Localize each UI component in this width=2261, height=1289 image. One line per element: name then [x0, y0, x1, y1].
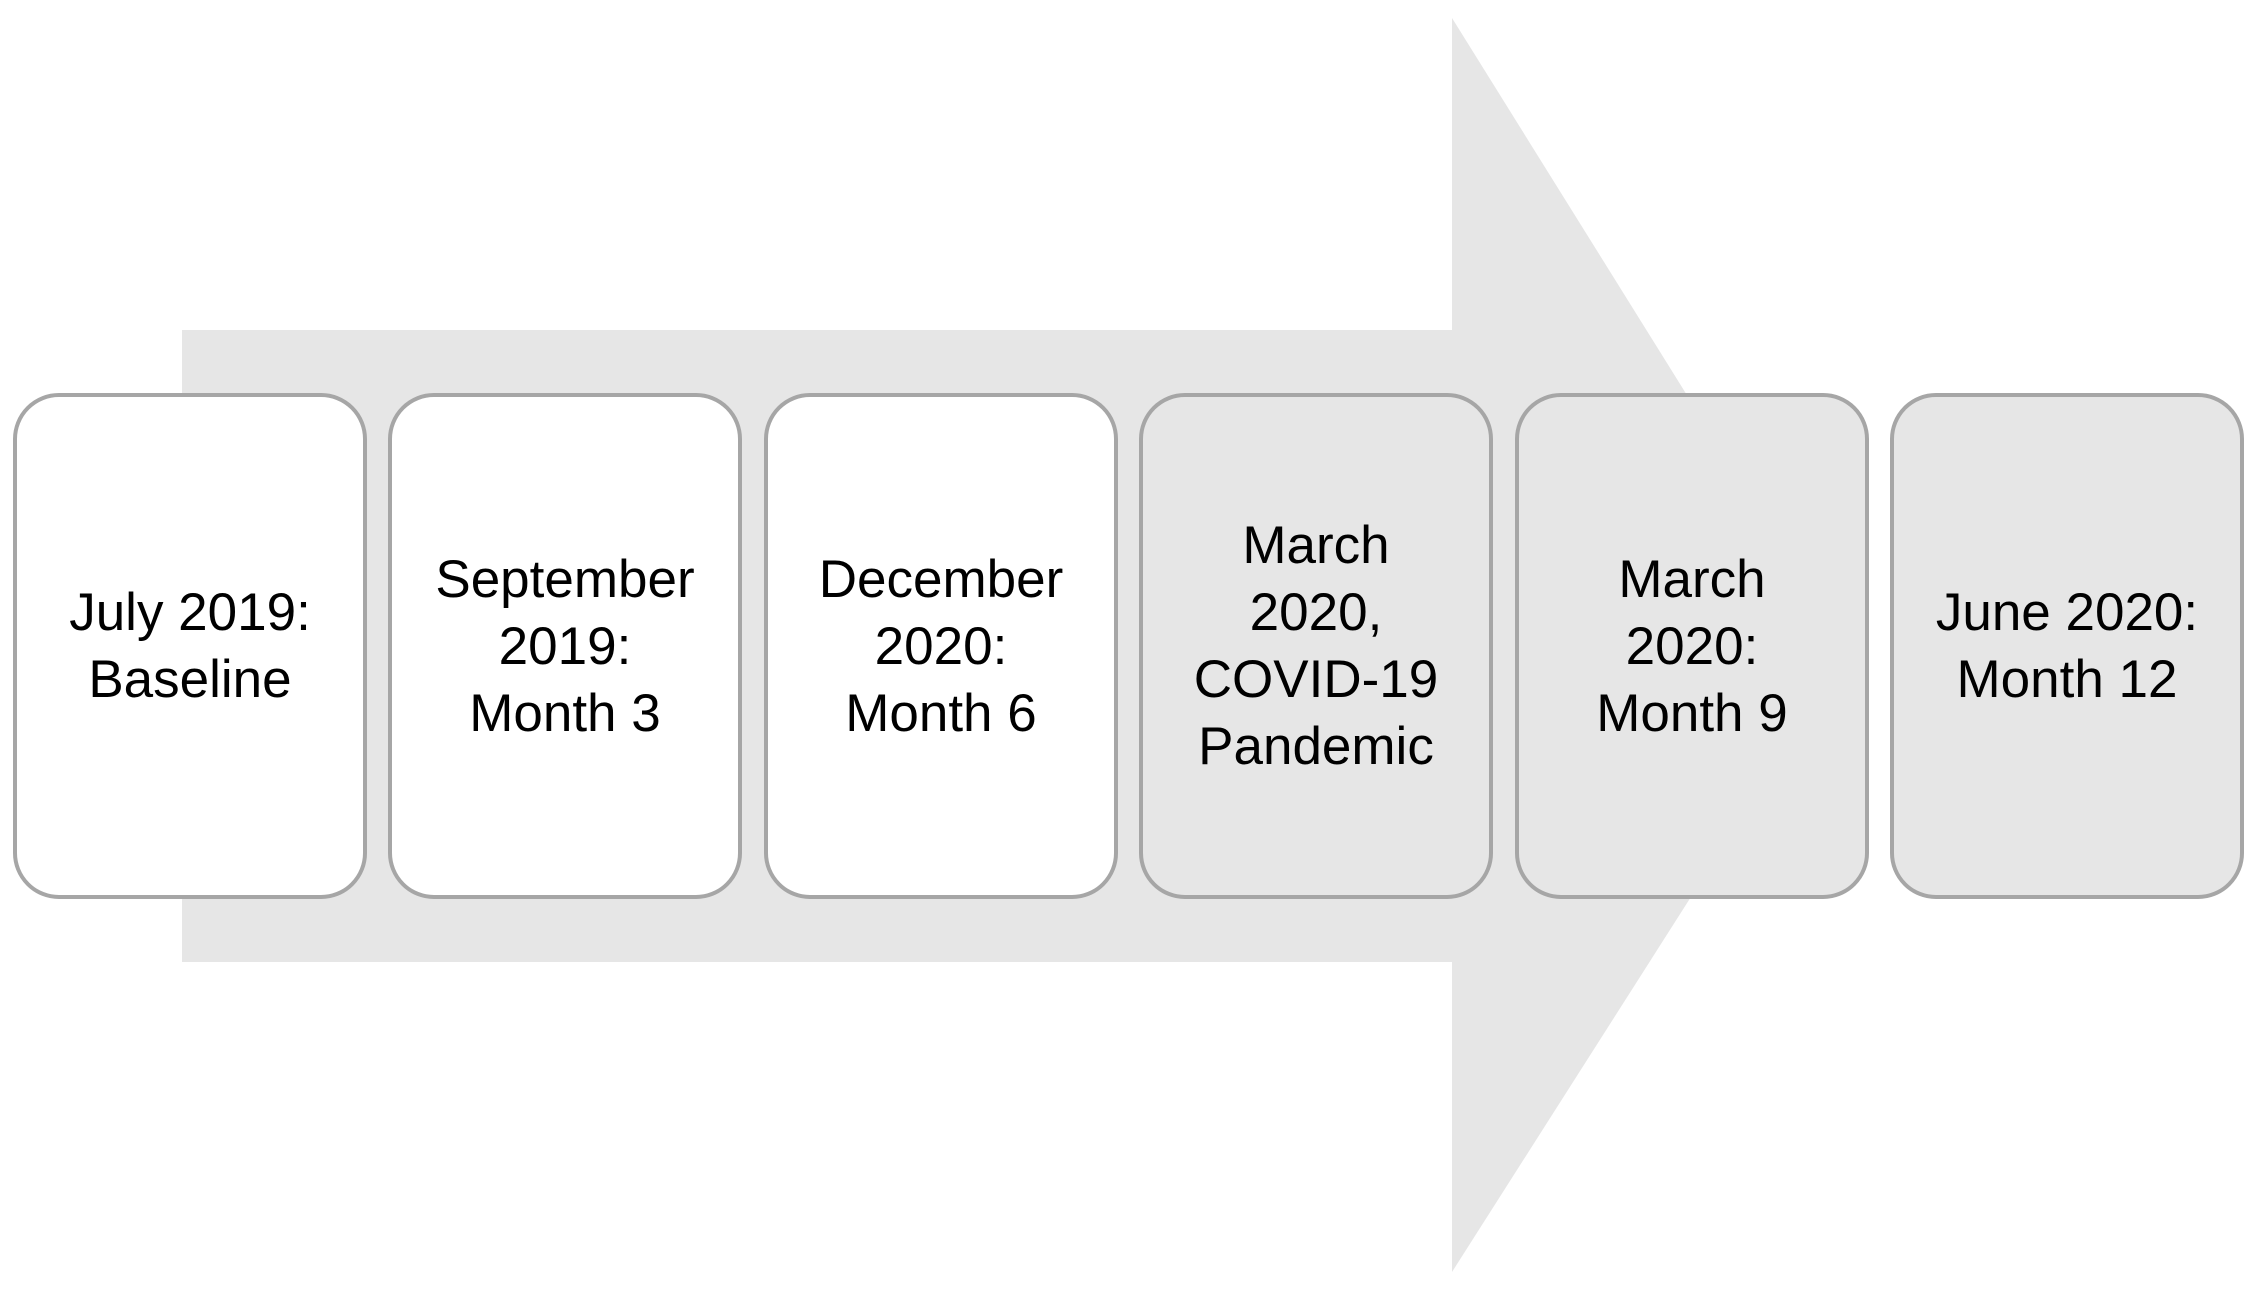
step-label-month-12: June 2020: Month 12	[1935, 583, 2199, 709]
step-label-month-6: December 2020: Month 6	[818, 549, 1064, 743]
step-box-covid-pandemic: March 2020, COVID-19 Pandemic	[1139, 393, 1493, 899]
step-label-month-3: September 2019: Month 3	[435, 549, 695, 743]
step-box-month-3: September 2019: Month 3	[388, 393, 742, 899]
step-label-covid-pandemic: March 2020, COVID-19 Pandemic	[1193, 516, 1439, 776]
step-box-baseline: July 2019: Baseline	[13, 393, 367, 899]
step-box-month-9: March 2020: Month 9	[1515, 393, 1869, 899]
step-box-month-12: June 2020: Month 12	[1890, 393, 2244, 899]
step-label-month-9: March 2020: Month 9	[1596, 549, 1788, 743]
step-label-baseline: July 2019: Baseline	[69, 583, 311, 709]
step-box-month-6: December 2020: Month 6	[764, 393, 1118, 899]
